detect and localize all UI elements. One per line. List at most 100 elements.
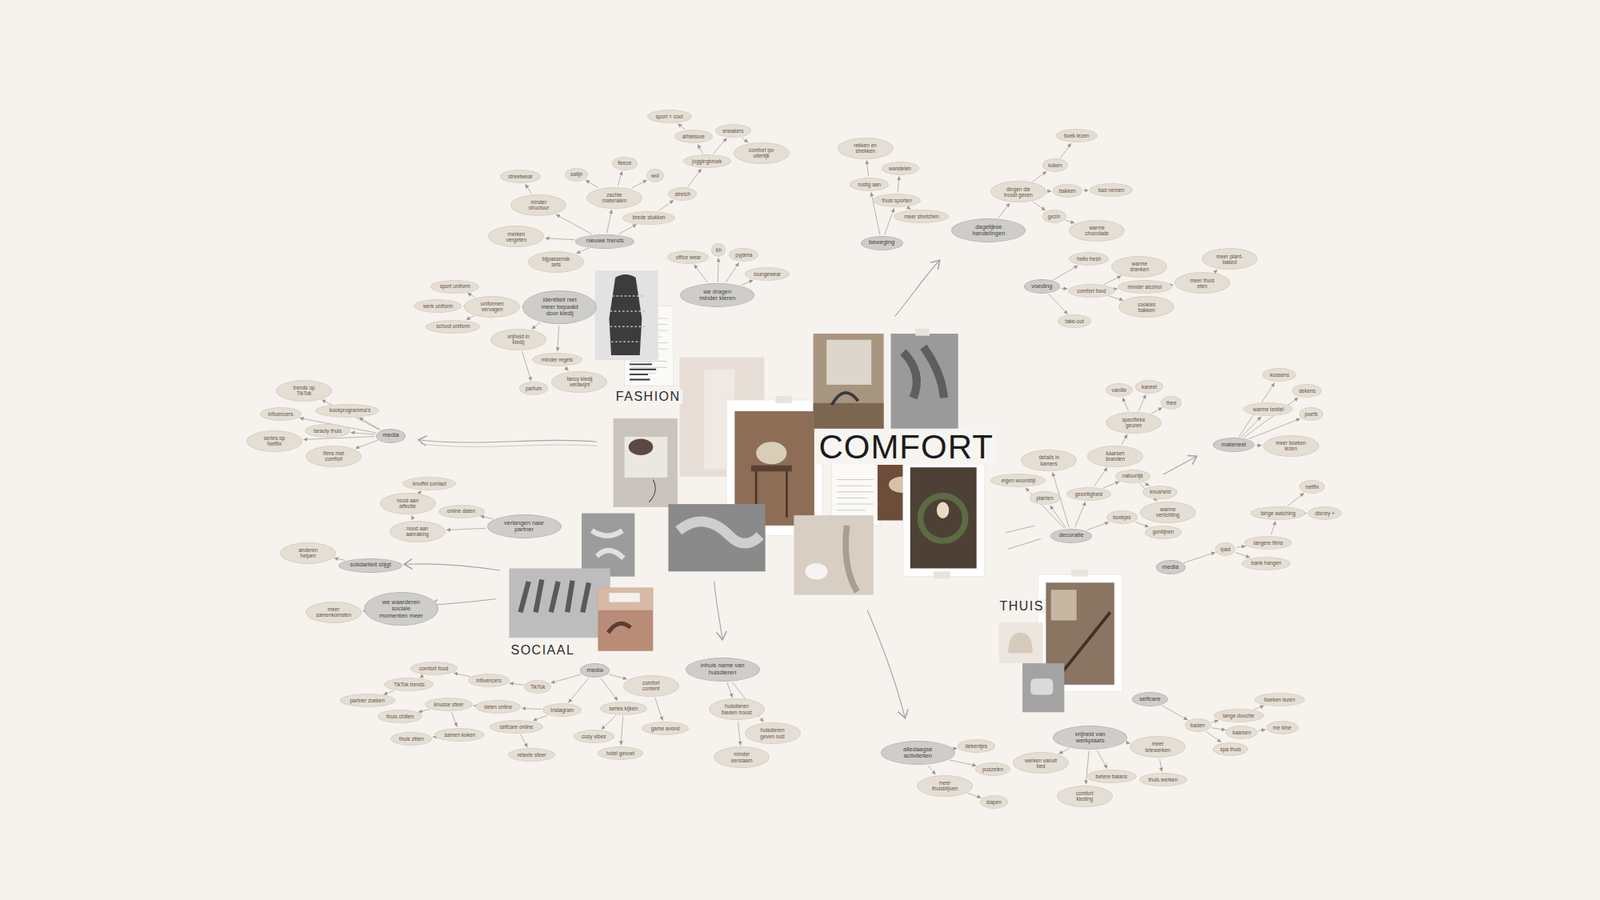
arrow-connector bbox=[1103, 481, 1120, 488]
sub-bubble: natuurlijk bbox=[1115, 469, 1151, 484]
sub-bubble: satijn bbox=[564, 168, 588, 182]
bubble-text: dekens bbox=[1298, 388, 1316, 394]
sub-bubble: eigen woonstijl bbox=[990, 473, 1046, 488]
arrow-connector bbox=[1135, 522, 1149, 528]
bubble-text: huisdieren bieden troost bbox=[719, 703, 755, 716]
arrow-connector bbox=[1065, 220, 1075, 224]
sub-bubble: kaarsen bbox=[1225, 725, 1258, 740]
bubble-text: planten bbox=[1036, 495, 1053, 501]
bubble-text: uniformen vervagen bbox=[474, 300, 510, 313]
idea-bubble: selfcare bbox=[1132, 692, 1168, 707]
sub-bubble: samen koken bbox=[434, 728, 485, 742]
arrow-connector bbox=[617, 171, 622, 186]
arrow-connector bbox=[1240, 416, 1261, 438]
bubble-text: stretch bbox=[675, 191, 692, 197]
bubble-text: werk uniform bbox=[423, 303, 453, 309]
photo-detail bbox=[678, 521, 760, 544]
arrow-connector bbox=[525, 184, 532, 194]
arrow-connector bbox=[953, 748, 957, 750]
sub-bubble: vrijheid in kledij bbox=[490, 328, 547, 351]
arrow-connector bbox=[1287, 492, 1304, 506]
arrow-connector bbox=[1235, 552, 1250, 558]
arrow-connector bbox=[473, 705, 475, 707]
bubble-text: meer thuis eten bbox=[1184, 277, 1220, 290]
bubble-text: inhuis name van huisdieren bbox=[698, 662, 747, 676]
arrow-connector bbox=[655, 697, 664, 721]
bubble-text: vrijheid in kledij bbox=[500, 333, 536, 346]
photo-detail bbox=[920, 496, 966, 541]
arrow-connector bbox=[1214, 269, 1218, 272]
sub-bubble: TikTok trends bbox=[384, 677, 434, 692]
sub-bubble: kussens bbox=[1262, 368, 1296, 382]
bubble-text: specifieke geuren bbox=[1116, 416, 1152, 429]
bubble-text: kussens bbox=[1270, 372, 1290, 378]
arrow-connector bbox=[967, 792, 982, 798]
arrow-connector bbox=[383, 690, 394, 695]
arrow-connector bbox=[453, 672, 471, 676]
bubble-text: verlangen naar partner bbox=[500, 520, 548, 534]
bubble-text: materieel bbox=[1221, 441, 1247, 448]
arrow-connector bbox=[620, 716, 623, 745]
sub-bubble: warme verlichting bbox=[1140, 501, 1196, 524]
chair-photo bbox=[999, 622, 1044, 664]
sub-bubble: boekjes bbox=[1106, 510, 1138, 524]
bubble-text: online daten bbox=[447, 508, 476, 514]
sub-bubble: koken bbox=[1042, 158, 1068, 172]
idea-bubble: nieuwe trends bbox=[575, 234, 635, 249]
sub-bubble: lange douche bbox=[1213, 708, 1264, 723]
bubble-text: boek lezen bbox=[1064, 132, 1089, 139]
idea-bubble: we dragen minder kleren bbox=[680, 283, 755, 308]
bubble-text: knusse sfeer bbox=[434, 701, 464, 708]
sub-bubble: kookprogramma's bbox=[315, 404, 380, 418]
bubble-text: minder structuur bbox=[520, 199, 556, 212]
bubble-text: TikTok trends bbox=[393, 681, 424, 688]
bubble-text: pyjama bbox=[735, 252, 752, 258]
bubble-text: TikTok bbox=[530, 684, 546, 690]
bubble-text: minder regels bbox=[541, 356, 573, 363]
big-arrow bbox=[867, 610, 905, 719]
sub-bubble: knuffel contact bbox=[402, 476, 456, 491]
sub-bubble: series op Netflix bbox=[246, 430, 303, 452]
couple-photo bbox=[581, 513, 635, 577]
bubble-text: streetwear bbox=[508, 173, 532, 180]
arrow-connector bbox=[351, 432, 376, 435]
arrow-connector bbox=[520, 306, 522, 308]
arrow-connector bbox=[1143, 482, 1149, 486]
sunset-photo bbox=[597, 588, 653, 652]
arrow-connector bbox=[355, 440, 378, 448]
arrow-connector bbox=[419, 491, 422, 493]
photo-detail bbox=[836, 479, 874, 510]
idea-bubble: dagelijkse handelingen bbox=[951, 218, 1026, 243]
sub-bubble: sport = cool bbox=[647, 109, 692, 124]
bubble-text: school uniform bbox=[436, 323, 470, 329]
sub-bubble: brede stukken bbox=[622, 211, 676, 225]
sub-bubble: comfort ipv uiterlijk bbox=[733, 142, 790, 164]
big-arrow bbox=[420, 444, 598, 448]
bubble-text: comfort kleding bbox=[1067, 790, 1103, 803]
sub-bubble: knusheid bbox=[1142, 485, 1178, 500]
bubble-text: meer thuisblijven bbox=[927, 780, 963, 792]
bubble-text: kaarsen bbox=[1232, 729, 1252, 736]
bubble-text: meer stretchen bbox=[904, 213, 939, 220]
arrow-connector bbox=[737, 721, 740, 746]
arrow-connector bbox=[601, 715, 616, 729]
photo-detail bbox=[933, 571, 950, 579]
sub-bubble: selfcare online bbox=[489, 720, 544, 734]
bubble-text: boeken lezen bbox=[1264, 696, 1296, 703]
wreath-photo bbox=[910, 467, 977, 568]
bubble-text: fancy kledij verdwijnt bbox=[561, 376, 597, 388]
arrow-connector bbox=[631, 180, 647, 188]
sub-bubble: details in kamers bbox=[1020, 449, 1077, 472]
arrow-connector bbox=[1138, 394, 1146, 412]
bubble-text: gezin bbox=[1048, 213, 1061, 220]
socks-photo bbox=[891, 333, 959, 429]
sub-bubble: rekken en strekken bbox=[837, 137, 894, 160]
bubble-text: knuffel contact bbox=[412, 480, 447, 487]
idea-bubble: voeding bbox=[1024, 279, 1060, 294]
arrow-connector bbox=[949, 760, 976, 766]
sub-bubble: warme dranken bbox=[1111, 256, 1168, 278]
bubble-text: slapen bbox=[986, 799, 1002, 805]
bubble-text: gordijnen bbox=[1152, 528, 1175, 535]
bubble-text: partner zoeken bbox=[349, 697, 384, 704]
sub-bubble: langere films bbox=[1244, 536, 1292, 550]
